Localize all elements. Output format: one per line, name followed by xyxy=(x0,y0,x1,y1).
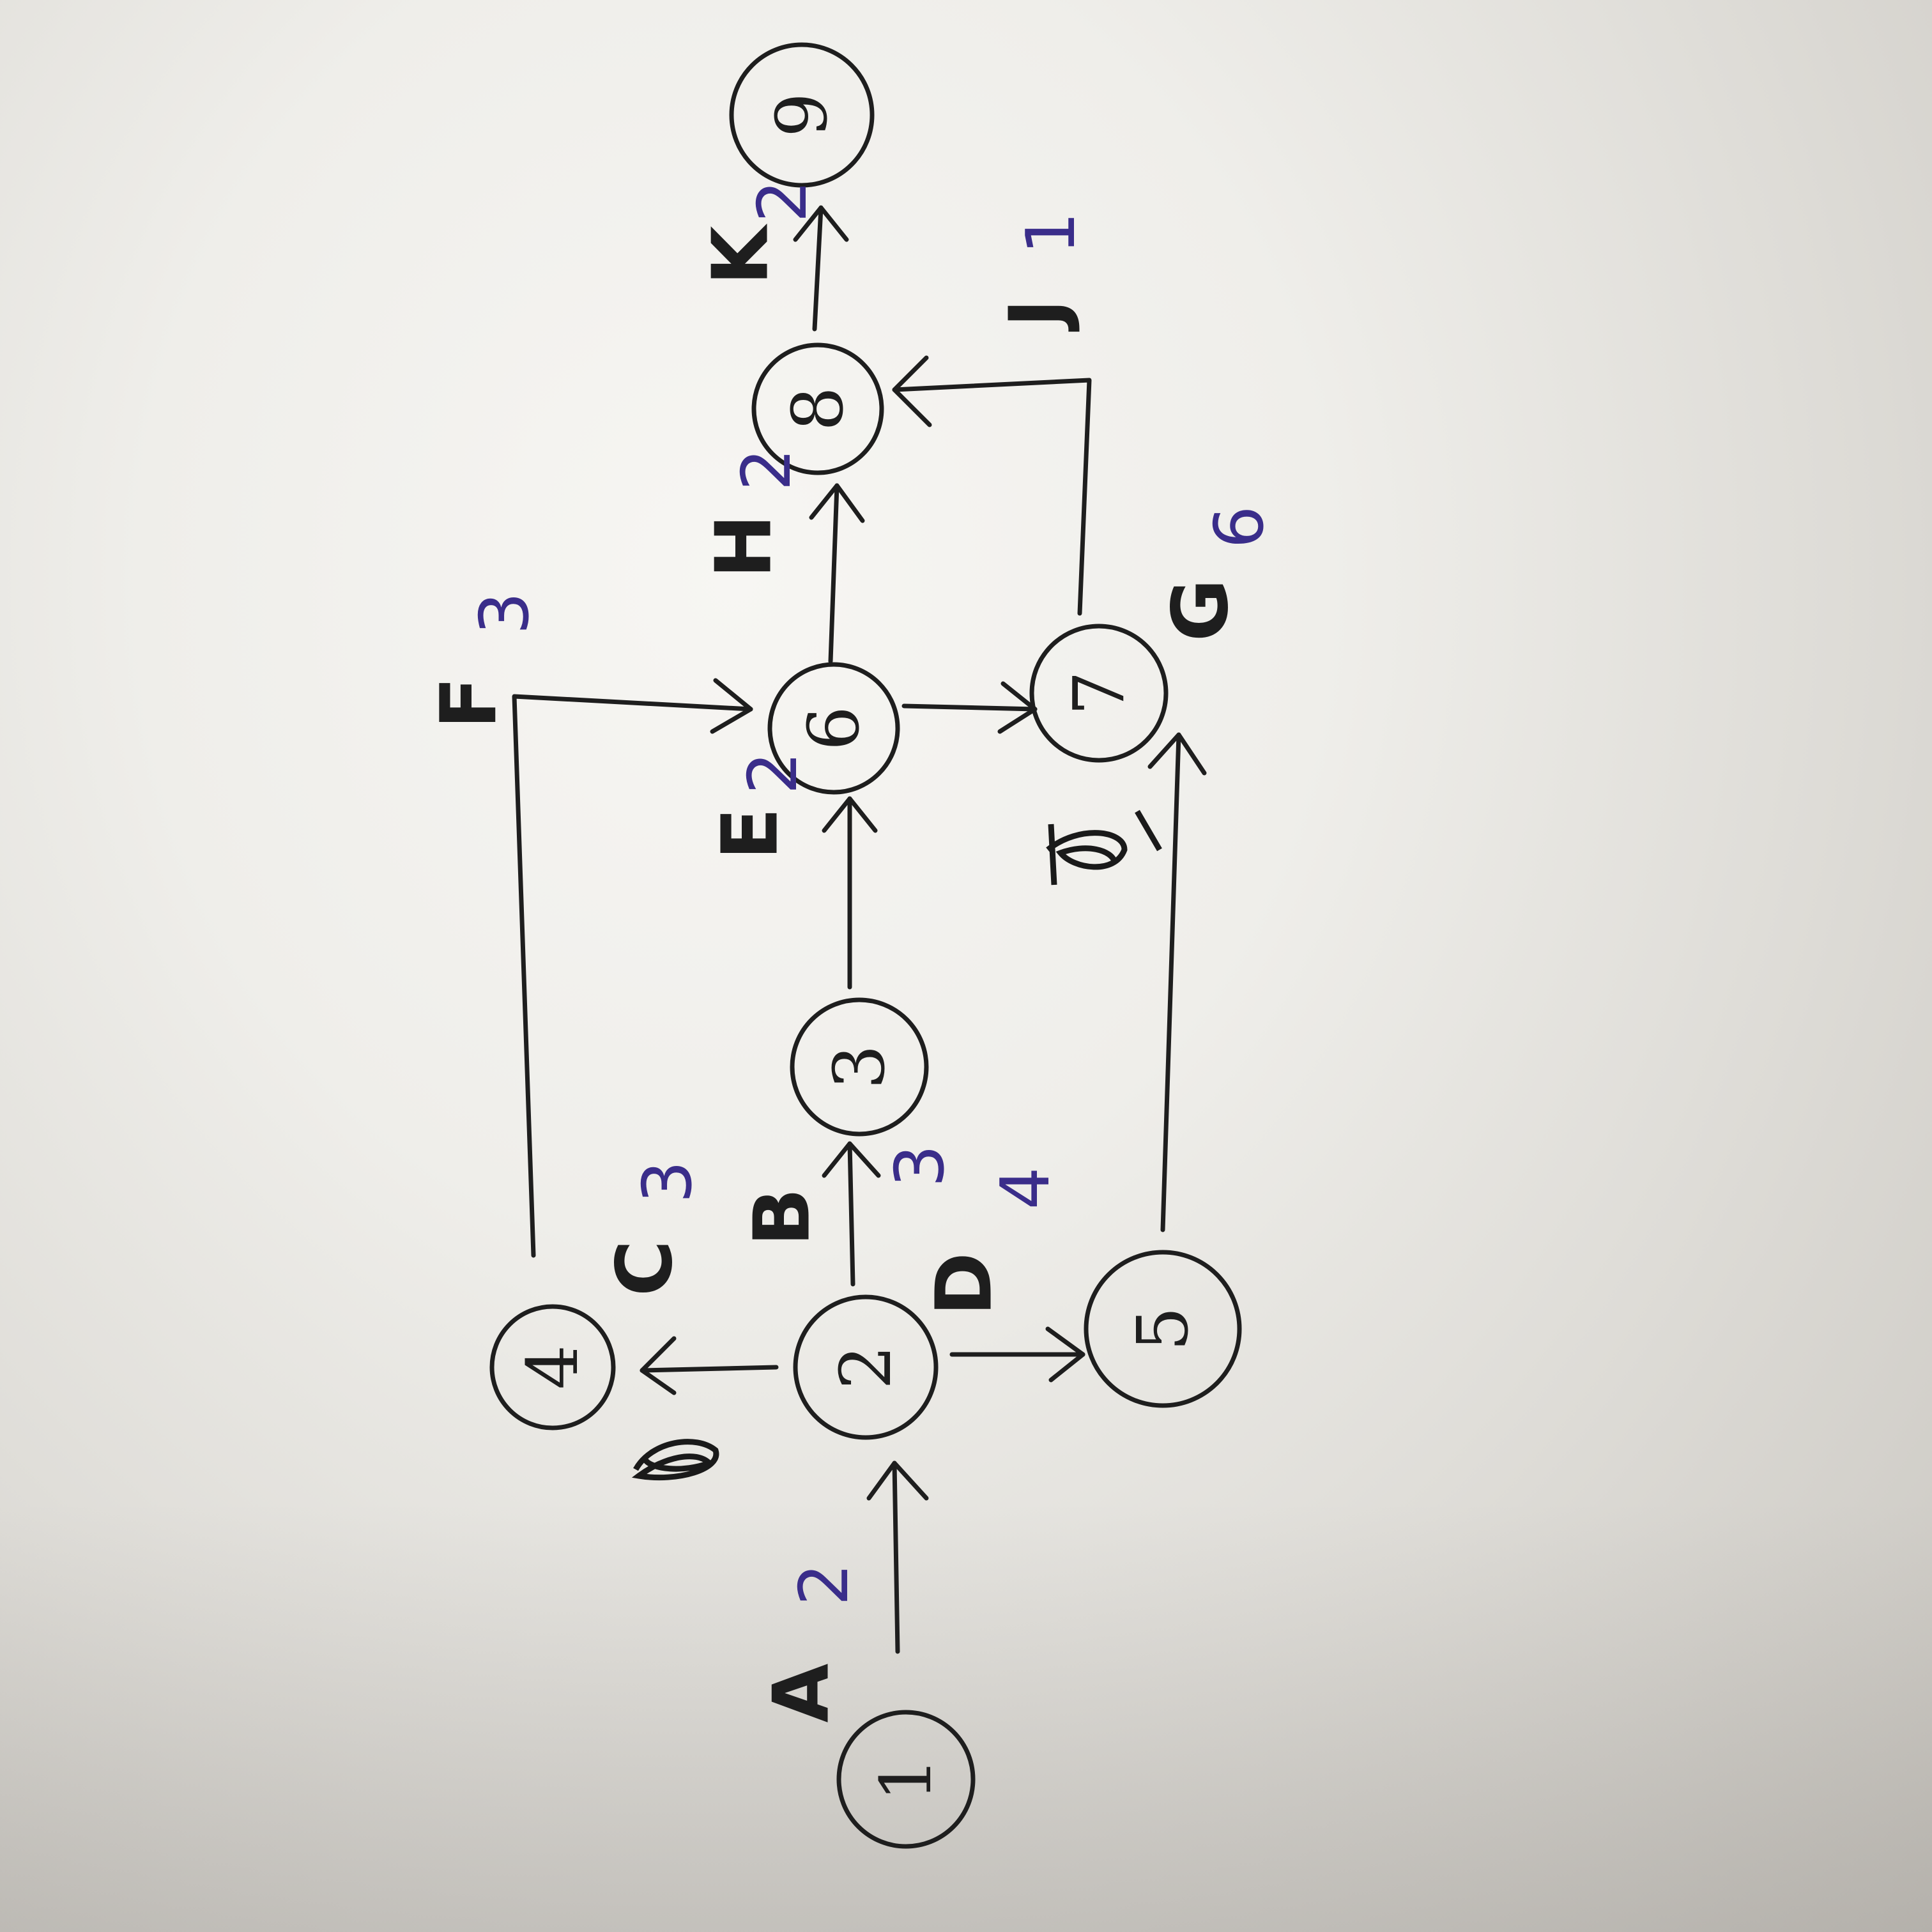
activity-letter: C xyxy=(601,1240,690,1296)
activity-duration: 2 xyxy=(785,1563,863,1606)
node-label: 9 xyxy=(761,93,843,137)
activity-duration: 2 xyxy=(728,448,806,491)
activity-letter: K xyxy=(697,224,786,286)
activity-letter: D xyxy=(921,1252,1009,1316)
activity-letter: F xyxy=(425,677,514,729)
activity-letter: E xyxy=(707,808,795,860)
activity-duration: 2 xyxy=(734,752,812,795)
node-label: 3 xyxy=(818,1045,900,1089)
activity-duration: 6 xyxy=(1200,506,1278,549)
scribble-mark xyxy=(631,1439,719,1481)
node-9: 9 xyxy=(729,42,875,188)
activity-G: G 6 xyxy=(1157,506,1279,642)
activity-duration: 3 xyxy=(881,1145,959,1188)
edge-3-6 xyxy=(822,796,878,990)
edge-2-4 xyxy=(640,1336,779,1395)
activity-letter: H xyxy=(700,514,789,578)
activity-duration: 4 xyxy=(986,1167,1064,1210)
node-label: 1 xyxy=(865,1757,947,1802)
edge-2-5 xyxy=(949,1326,1085,1383)
activity-letter: A xyxy=(758,1663,847,1722)
activity-letter: J xyxy=(994,299,1083,332)
activity-duration: 3 xyxy=(466,592,544,635)
paper-shadow xyxy=(0,1501,1932,1932)
activity-E: E 2 xyxy=(707,752,813,860)
node-3: 3 xyxy=(790,997,929,1137)
node-label: 5 xyxy=(1122,1307,1204,1351)
activity-B: B 3 xyxy=(739,1145,960,1246)
node-label: 8 xyxy=(777,387,859,431)
activity-duration: 3 xyxy=(629,1161,707,1204)
node-label: 2 xyxy=(825,1345,907,1390)
node-label: 7 xyxy=(1058,671,1140,716)
node-5: 5 xyxy=(1084,1250,1242,1408)
edge-8-9 xyxy=(793,205,849,332)
activity-K: K 2 xyxy=(697,180,822,286)
activity-J: J 1 xyxy=(994,212,1091,332)
edge-5-7 xyxy=(1147,732,1207,1232)
activity-duration: 2 xyxy=(744,180,822,223)
edge-6-8 xyxy=(809,483,865,664)
activity-duration: 1 xyxy=(1012,212,1090,255)
activity-H: H 2 xyxy=(700,448,806,579)
node-label: 4 xyxy=(512,1345,594,1390)
edge-4-6 xyxy=(512,678,753,1258)
activity-D: D 4 xyxy=(921,1167,1065,1316)
node-2: 2 xyxy=(793,1294,939,1440)
node-4: 4 xyxy=(489,1304,616,1430)
node-6: 6 xyxy=(767,662,900,795)
node-7: 7 xyxy=(1029,624,1169,763)
node-8: 8 xyxy=(751,342,884,475)
activity-A: A 2 xyxy=(758,1563,864,1723)
node-label: 6 xyxy=(793,706,875,751)
activity-letter: B xyxy=(739,1188,827,1246)
activity-C: C 3 xyxy=(601,1161,707,1296)
edge-2-3 xyxy=(822,1141,881,1287)
edge-7-8 xyxy=(892,355,1092,616)
activity-letter: G xyxy=(1157,579,1246,642)
activity-F: F 3 xyxy=(425,592,544,729)
node-1: 1 xyxy=(836,1710,976,1849)
edge-1-2 xyxy=(866,1460,929,1654)
scribble-mark xyxy=(1046,809,1162,885)
edge-6-7 xyxy=(901,681,1038,734)
